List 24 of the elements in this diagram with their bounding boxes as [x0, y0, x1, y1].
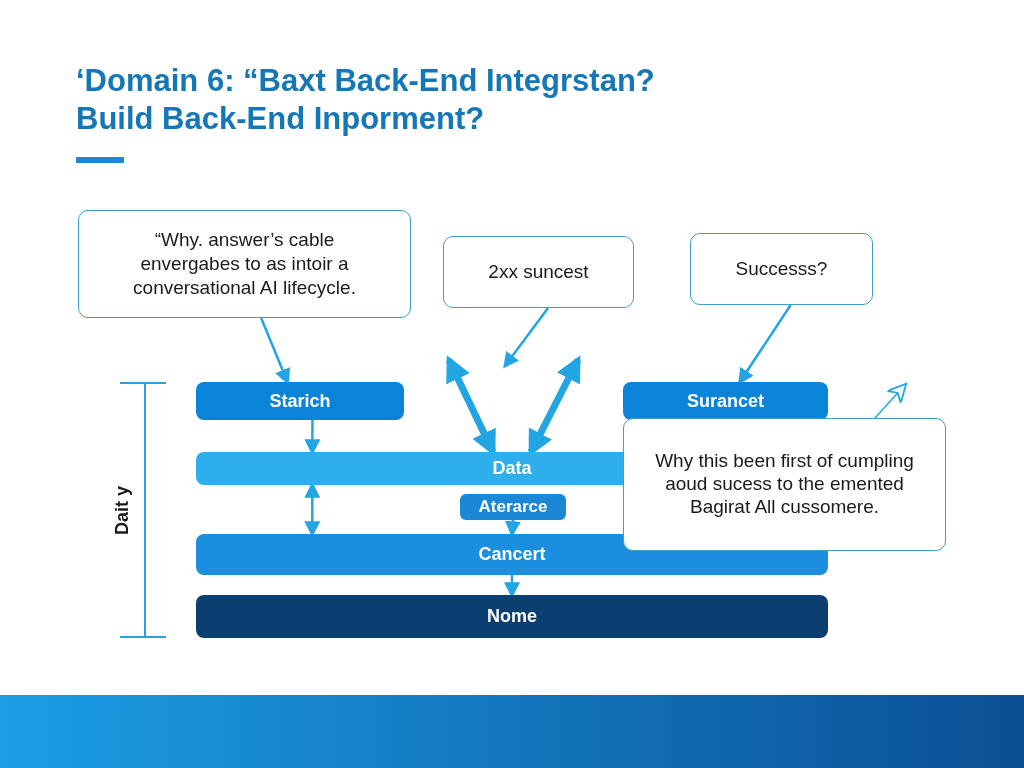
- layer-bar: [196, 382, 404, 420]
- layer-bar: [196, 595, 828, 638]
- node-text: Data: [492, 458, 532, 479]
- callout-box: [78, 210, 411, 318]
- node-text: Cancert: [478, 544, 546, 565]
- node-text: Surancet: [687, 390, 764, 412]
- arrow: [738, 304, 792, 385]
- callout-box: [690, 233, 873, 305]
- title: ‘Domain 6: “Baxt Back-End Integrstan? Build Back-End Inporment?: [76, 62, 656, 138]
- callout-tooltip: [623, 418, 946, 551]
- node-text: Successs?: [735, 257, 828, 281]
- node-text: Nome: [487, 606, 537, 627]
- layer-bar: [460, 494, 566, 520]
- axis-label: Dait y: [111, 485, 133, 537]
- node-text: Starich: [269, 390, 331, 412]
- node-text: Why this been first of cumpling aoud sucess to the emented Bagirat All cussomere.: [654, 450, 915, 519]
- node-text: 2xx suncest: [488, 260, 589, 284]
- arrow: [874, 382, 908, 419]
- arrow: [503, 307, 550, 369]
- arrow: [260, 317, 291, 385]
- callout-box: [443, 236, 634, 308]
- layer-bar: [623, 382, 828, 420]
- node-text: “Why. answer’s cable envergabes to as intoir a conversational AI lifecycle.: [132, 228, 357, 300]
- node-text: Aterarce: [478, 497, 548, 517]
